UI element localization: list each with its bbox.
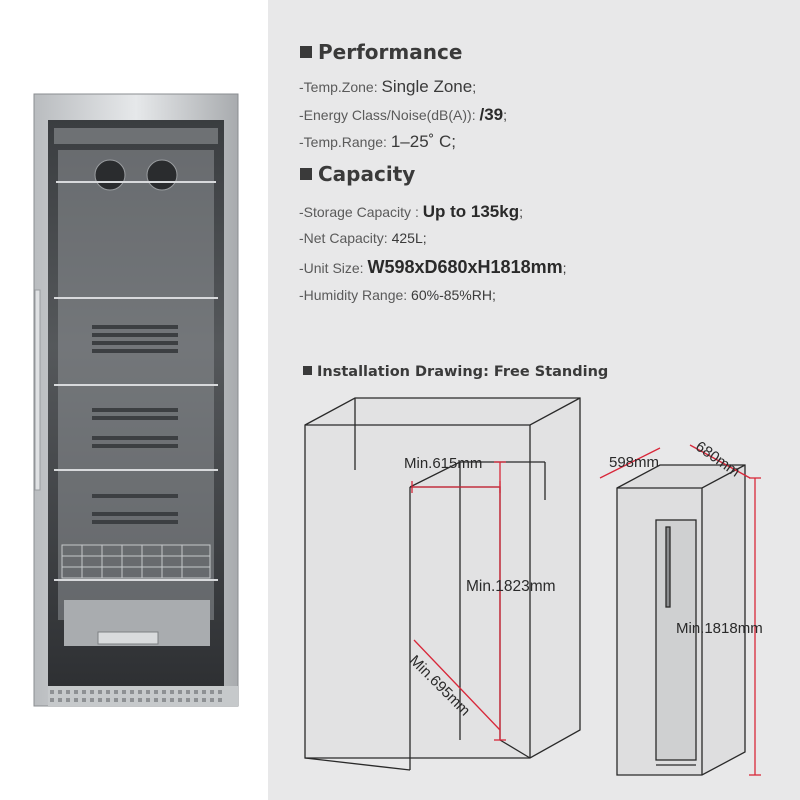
performance-heading: Performance [300, 40, 462, 64]
unit-height-label: Min.1818mm [676, 620, 763, 637]
storage-capacity-spec: -Storage Capacity : Up to 135kg; [299, 202, 523, 221]
energy-class-spec: -Energy Class/Noise(dB(A)): /39; [299, 105, 508, 124]
min-height-label: Min.1823mm [466, 578, 556, 595]
door-handle [34, 289, 41, 491]
square-bullet-icon [300, 167, 312, 180]
humidity-range-spec: -Humidity Range: 60%-85%RH; [299, 287, 496, 303]
unit-size-spec: -Unit Size: W598xD680xH1818mm; [299, 257, 567, 277]
square-bullet-icon [300, 45, 312, 58]
unit-width-label: 598mm [609, 454, 660, 471]
installation-heading: Installation Drawing: Free Standing [303, 364, 608, 380]
capacity-heading: Capacity [300, 162, 415, 186]
temp-zone-spec: -Temp.Zone: Single Zone; [299, 77, 477, 96]
temp-range-spec: -Temp.Range: 1–25˚ C; [299, 132, 457, 151]
min-width-label: Min.615mm [404, 455, 483, 472]
product-photo-panel [0, 0, 268, 800]
refrigerator-photo [33, 93, 239, 707]
net-capacity-spec: -Net Capacity: 425L; [299, 230, 427, 246]
square-bullet-icon [303, 366, 312, 375]
